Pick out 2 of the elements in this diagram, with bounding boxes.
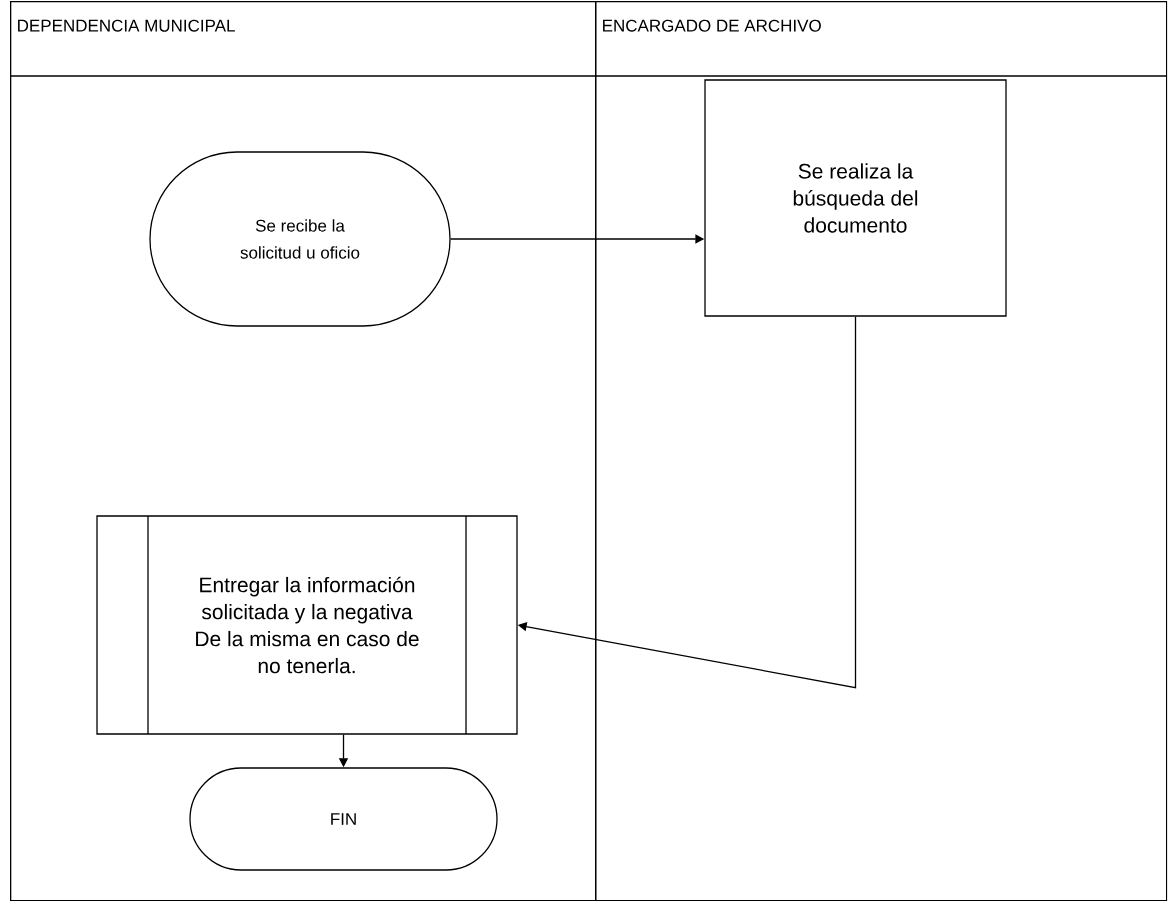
predefined-process-box: Entregar la información solicitada y la negativa De la misma en caso de no tenerla. — [96, 515, 518, 735]
process-box: Se realiza la búsqueda del documento — [704, 79, 1007, 317]
